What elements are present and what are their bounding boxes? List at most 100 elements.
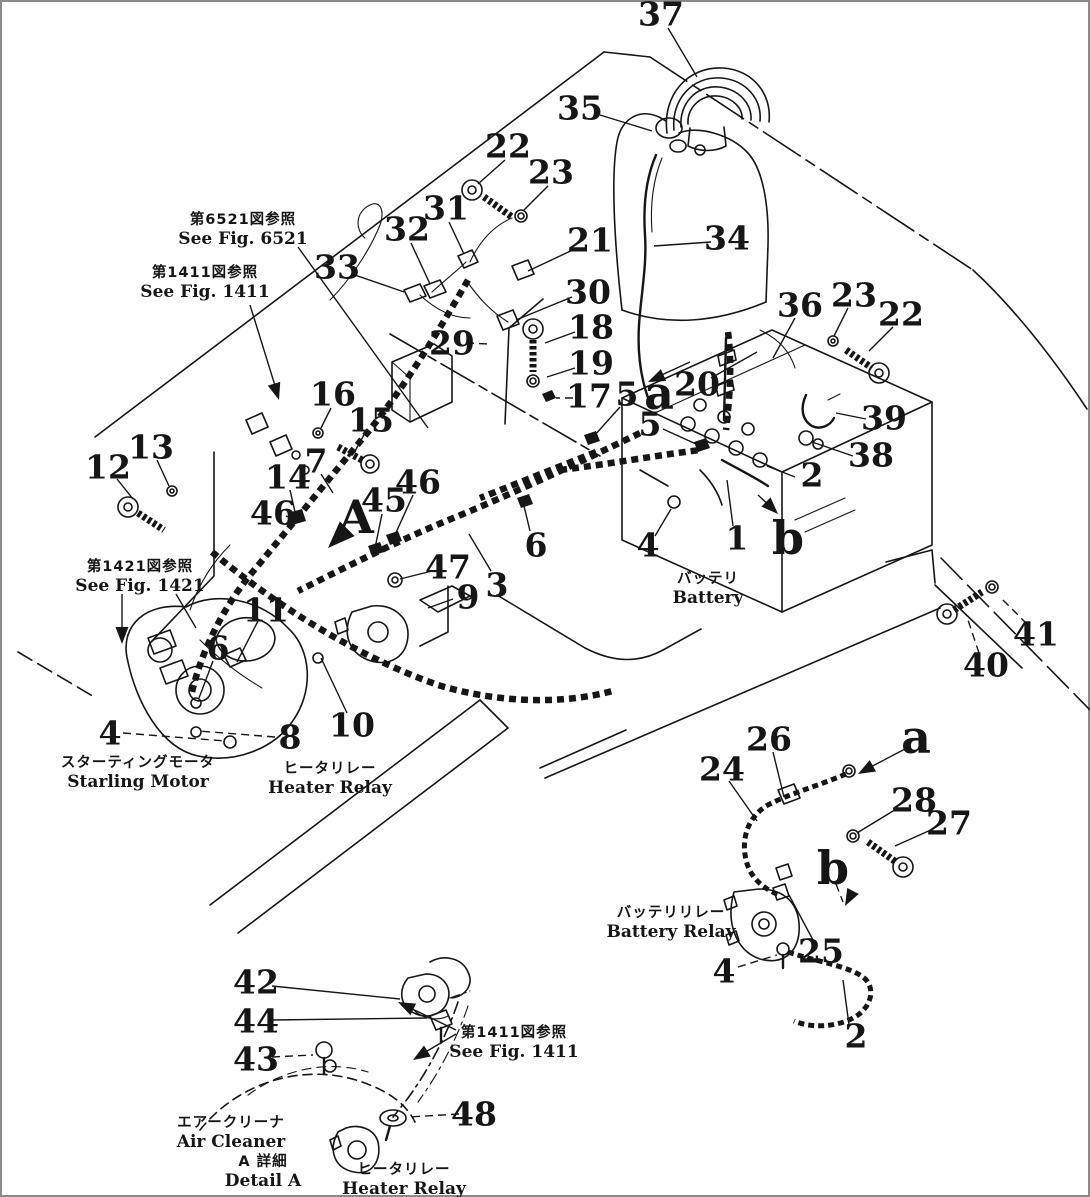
annotation-en: Starling Motor <box>67 772 210 792</box>
guide-line <box>835 883 844 903</box>
leader-line <box>156 459 170 487</box>
relay-bracket-artwork <box>329 203 535 423</box>
see-fig-1411b-up-arrow <box>398 1002 417 1016</box>
callout-number: 30 <box>565 273 611 312</box>
callout-number: 16 <box>310 375 356 414</box>
callout-number: 14 <box>265 458 311 497</box>
annotation-en: Detail A <box>225 1171 302 1191</box>
wiring-harness-artwork <box>188 278 796 704</box>
callout-number: 21 <box>567 221 613 260</box>
callout-number: 24 <box>699 750 745 789</box>
callout-number: 4 <box>99 714 122 753</box>
callout-number: 18 <box>568 308 614 347</box>
annotation-en: See Fig. 1421 <box>75 576 204 596</box>
callout-number: 9 <box>457 578 480 617</box>
heater-relay-artwork <box>334 585 471 664</box>
callout-number: 1 <box>726 519 749 558</box>
leader-line <box>393 494 414 538</box>
callout-number: 46 <box>250 494 296 533</box>
leader-line <box>772 317 796 359</box>
leader-line <box>654 508 672 537</box>
leader-line <box>408 1113 460 1118</box>
annotation-en: Heater Relay <box>342 1179 467 1197</box>
annotation-en: Battery Relay <box>607 922 737 942</box>
leader-line <box>710 351 758 379</box>
leader-line <box>772 751 785 798</box>
callout-number: 15 <box>348 401 394 440</box>
annotation-ja: 第6521図参照 <box>190 210 296 228</box>
leader-line <box>468 533 492 572</box>
callout-number: 8 <box>279 718 302 757</box>
leader-line <box>856 807 899 834</box>
callout-number: 7 <box>305 442 328 481</box>
callout-number: 36 <box>777 286 823 325</box>
leader-line <box>410 242 431 285</box>
leader-line <box>271 1017 428 1021</box>
annotation-ja: ヒータリレー <box>358 1161 451 1178</box>
annotation-en: See Fig. 1411 <box>140 282 269 302</box>
annotation-en: Air Cleaner <box>176 1132 287 1152</box>
callout-number: 42 <box>233 963 279 1002</box>
location-b-arrow <box>761 497 778 514</box>
guide-lines-layer <box>121 246 906 1058</box>
callout-number: 19 <box>568 344 614 383</box>
leader-line <box>544 331 576 344</box>
view-letter: a <box>901 710 931 764</box>
leader-line <box>523 185 549 211</box>
callout-number: 23 <box>528 153 574 192</box>
callout-number: 44 <box>233 1002 279 1041</box>
leader-line <box>835 412 867 420</box>
machine-body-artwork <box>17 51 1090 934</box>
horn-artwork <box>665 67 771 156</box>
callout-number: 2 <box>801 456 824 495</box>
callout-number: 43 <box>233 1040 279 1079</box>
leader-line <box>527 247 578 272</box>
washer-tank-artwork <box>613 113 769 410</box>
leader-line <box>465 342 490 345</box>
leader-line <box>788 894 814 941</box>
leader-line <box>728 780 758 822</box>
leader-line <box>811 441 854 457</box>
leader-line <box>667 27 698 78</box>
fasteners-artwork <box>117 179 999 878</box>
view-letter: b <box>772 511 804 565</box>
leader-line <box>285 515 292 519</box>
guide-line <box>297 246 429 429</box>
callout-number: 48 <box>451 1095 497 1134</box>
callout-number: 17 <box>566 377 612 416</box>
annotation-ja: バッテリ <box>677 570 739 587</box>
callout-number: 4 <box>713 952 736 991</box>
location-b2-arrow <box>845 887 859 906</box>
callout-number: 23 <box>831 276 877 315</box>
leader-line <box>593 406 621 437</box>
annotation-ja: 第1411図参照 <box>152 263 258 281</box>
callout-number: 22 <box>878 295 924 334</box>
callout-number: 28 <box>891 781 937 820</box>
leader-line <box>523 505 531 532</box>
air-cleaner-detail-artwork <box>199 957 471 1174</box>
leader-line <box>766 465 796 478</box>
callout-number: 5 <box>616 375 639 414</box>
view-letter: b <box>817 841 849 895</box>
leader-line <box>427 598 454 609</box>
leader-line <box>122 732 227 742</box>
callout-number: 11 <box>243 591 289 630</box>
leader-lines-layer <box>116 27 1028 1118</box>
annotation-en: Heater Relay <box>268 778 393 798</box>
callout-number: 34 <box>704 219 750 258</box>
callout-number: 2 <box>845 1017 868 1056</box>
annotation-ja: バッテリリレー <box>617 904 726 921</box>
battery-relay-assembly-artwork <box>723 764 874 1029</box>
leader-line <box>868 326 894 352</box>
callout-number: 39 <box>861 399 907 438</box>
annotation-ja: 第1421図参照 <box>87 557 193 575</box>
callout-number: 25 <box>798 932 844 971</box>
annotation-ja: 第1411図参照 <box>461 1023 567 1041</box>
annotation-en: Battery <box>673 588 745 608</box>
leader-line <box>999 596 1028 625</box>
callout-number: 38 <box>848 436 894 475</box>
